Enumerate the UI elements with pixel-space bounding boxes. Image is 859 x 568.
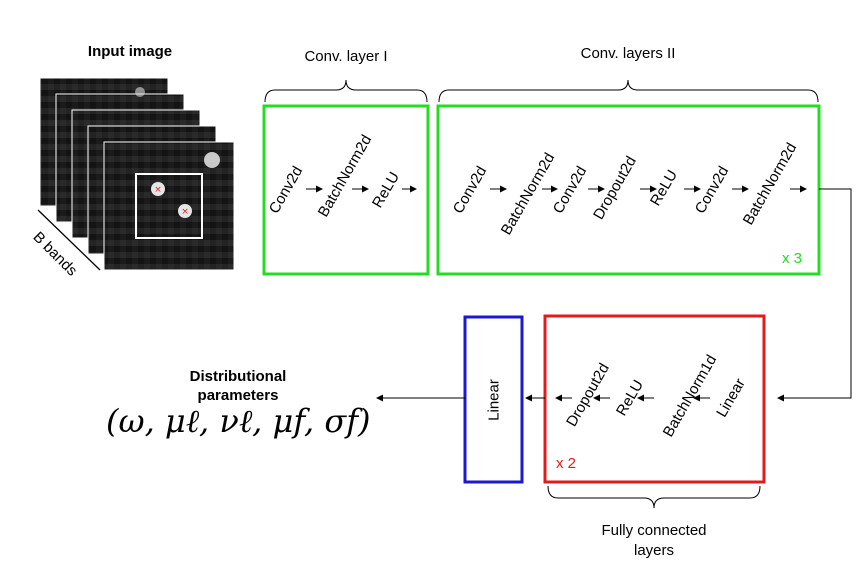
source-1 [151,182,165,196]
brace-fc-layers [547,485,761,509]
conv-layers-2-box [436,104,821,276]
input-image-title: Input image [87,43,173,60]
output-formula: (ω, μℓ, νℓ, μf, σf) [106,402,371,440]
bands-indicator-line [37,209,101,271]
fc-repeat-badge: x 2 [556,455,577,472]
fc-footer-line1: Fully connected [601,522,707,539]
conv-repeat-badge: x 3 [782,250,803,267]
output-linear-label: Linear [485,379,503,421]
source-2 [178,204,192,218]
bright-source-corner [204,152,220,168]
input-image-stack: × × [37,77,235,271]
bright-source-top-stack [135,87,145,97]
output-title-line2: parameters [197,387,279,404]
conv-layers-2-header: Conv. layers II [580,45,676,62]
output-title-line1: Distributional [189,368,287,385]
source-1-marker: × [154,185,162,195]
brace-conv-layer-1 [264,79,428,103]
fc-layers-box [543,314,766,484]
brace-conv-layers-2 [438,79,819,103]
fc-footer-line2: layers [633,542,675,559]
crop-window [135,173,203,239]
conv-layer-1-header: Conv. layer I [304,48,388,65]
linear-box [463,315,524,484]
connector-conv-to-fc [777,188,852,402]
source-2-marker: × [181,207,189,217]
conv-layer-1-box [262,104,430,276]
